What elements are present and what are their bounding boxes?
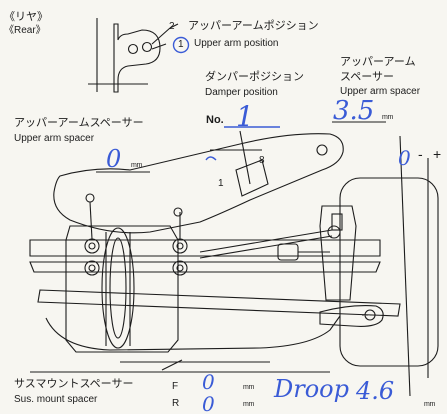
spur-gear (101, 227, 135, 349)
hole-1-circled (172, 36, 190, 54)
wheel-tire (339, 177, 439, 367)
upper-arm-position-inset (88, 18, 171, 93)
sus-mount-front-letter: F (172, 381, 179, 392)
sus-mount-rear-value: 0 (202, 392, 215, 414)
rear-label-jp: 《リヤ》 (4, 11, 48, 23)
damper-position-en: Damper position (205, 87, 278, 98)
handwritten-marks (172, 36, 280, 161)
damper-body (277, 243, 299, 261)
damper-position-jp: ダンパーポジション (205, 71, 304, 83)
pivot-ball (84, 238, 100, 254)
sus-mount-front-value: 0 (202, 370, 215, 394)
upper-arm-spacer-left-value: 0 (106, 145, 122, 173)
upper-arm-plate (53, 133, 344, 234)
droop-unit: mm (424, 401, 436, 408)
upper-arm-spacer-right-unit: mm (382, 114, 394, 121)
droop-value: 4.6 (356, 377, 395, 405)
pivot-ball (172, 238, 188, 254)
diff-housing (65, 225, 179, 353)
upper-arm-spacer-right-value: 3.5 (333, 96, 375, 126)
upper-arm-spacer-left-unit: mm (131, 162, 143, 169)
hub-carrier (319, 205, 357, 301)
camber-value: 0 (398, 146, 411, 170)
sus-mount-rear-unit: mm (243, 401, 255, 408)
damper-hole-1-label: 1 (218, 178, 224, 189)
upper-arm-spacer-right-jp-2: スペーサー (340, 71, 395, 83)
sus-mount-spacer-en: Sus. mount spacer (14, 394, 98, 405)
damper-no-label: No. (206, 114, 224, 126)
damper-hole-8-label: 8 (259, 155, 265, 166)
droop-label: Droop (274, 375, 349, 403)
sus-mount-front-unit: mm (243, 384, 255, 391)
sus-mount-spacer-jp: サスマウントスペーサー (14, 378, 134, 390)
lower-deck (45, 315, 341, 351)
damper-position-value: 1 (236, 100, 254, 133)
upper-arm-spacer-left-jp: アッパーアームスペーサー (14, 117, 144, 129)
camber-plus-sign: + (433, 146, 442, 162)
hole-2-label: 2 (169, 21, 175, 32)
upper-arm-position-en: Upper arm position (194, 38, 279, 49)
sus-mount-rear-letter: R (172, 398, 180, 409)
rear-label-en: 《Rear》 (4, 25, 46, 36)
camber-minus-sign: - (418, 146, 423, 162)
chassis-bulkhead (29, 239, 381, 257)
upper-arm-link (199, 229, 333, 253)
upper-arm-spacer-right-en: Upper arm spacer (340, 86, 421, 97)
upper-arm-position-jp: アッパーアームポジション (188, 20, 319, 32)
upper-arm-spacer-right-jp-1: アッパーアーム (340, 56, 416, 68)
hole-1-label: 1 (178, 39, 184, 50)
lower-arm (319, 305, 384, 327)
upper-arm-spacer-left-en: Upper arm spacer (14, 133, 95, 144)
